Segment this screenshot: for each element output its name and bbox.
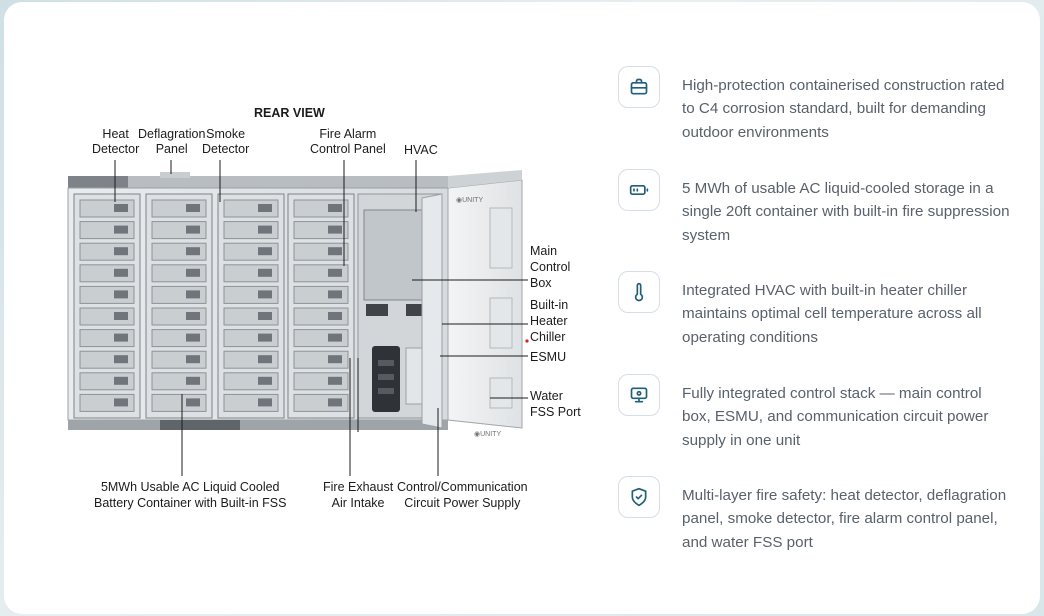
module-handle [114,333,128,342]
briefcase-icon [618,66,660,108]
module-handle [114,290,128,299]
feature-text: Integrated HVAC with built-in heater chi… [682,282,982,346]
label-main-control-box: Main Control Box [530,244,571,290]
shield-check-icon [618,476,660,518]
feature-item-hvac: Integrated HVAC with built-in heater chi… [618,271,1018,361]
module-handle [186,204,200,212]
label-esmu: ESMU [530,350,567,364]
module-handle [114,225,128,234]
module-handle [328,312,342,320]
module-handle [258,204,272,212]
module-handle [258,290,272,299]
module-handle [186,333,200,342]
module-handle [186,312,200,320]
content-card: ◉UNITY ◉UNITY [4,2,1040,614]
container-illustration: ◉UNITY ◉UNITY [67,160,529,476]
module-handle [114,376,128,385]
label-control-communication: Control/Communication Circuit Power Supp… [397,480,528,510]
module-handle [328,376,342,385]
label-heat-detector: Heat Detector [92,127,140,156]
module-handle [258,398,272,407]
label-water-fss-port: Water FSS Port [530,389,581,419]
battery-icon [618,169,660,211]
label-heater-chiller: Built-in Heater Chiller [530,298,569,344]
module-handle [186,355,200,364]
module-handle [328,204,342,212]
module-handle [186,247,200,256]
svg-text:◉UNITY: ◉UNITY [456,197,483,204]
module-handle [258,333,272,342]
feature-text: Fully integrated control stack — main co… [682,385,989,449]
feature-item-storage: 5 MWh of usable AC liquid-cooled storage… [618,169,1018,259]
module-handle [328,333,342,342]
label-battery-container: 5MWh Usable AC Liquid Cooled Battery Con… [94,480,287,510]
module-handle [328,247,342,256]
module-handle [258,376,272,385]
feature-text: Multi-layer fire safety: heat detector, … [682,487,1007,551]
module-handle [114,204,128,212]
module-handle [186,225,200,234]
module-handle [186,268,200,277]
module-handle [258,247,272,256]
module-handle [114,355,128,364]
module-handle [114,398,128,407]
module-handle [258,312,272,320]
svg-text:◉UNITY: ◉UNITY [474,431,501,438]
feature-item-construction: High-protection containerised constructi… [618,66,1018,156]
module-handle [328,268,342,277]
label-hvac: HVAC [404,143,438,157]
module-handle [258,268,272,277]
module-handle [328,290,342,299]
feature-text: High-protection containerised constructi… [682,77,1005,141]
feature-text: 5 MWh of usable AC liquid-cooled storage… [682,180,1010,244]
module-handle [114,312,128,320]
label-deflagration-panel: Deflagration Panel [138,127,206,156]
module-handle [114,268,128,277]
label-fire-alarm-control-panel: Fire Alarm Control Panel [310,127,386,156]
module-handle [258,355,272,364]
module-handle [186,398,200,407]
module-handle [114,247,128,256]
diagram-title: REAR VIEW [254,106,325,120]
monitor-icon [618,374,660,416]
module-handle [328,355,342,364]
thermometer-icon [618,271,660,313]
label-fire-exhaust: Fire Exhaust Air Intake [323,480,394,510]
feature-item-control: Fully integrated control stack — main co… [618,374,1018,464]
module-handle [328,225,342,234]
module-handle [258,225,272,234]
feature-item-fire-safety: Multi-layer fire safety: heat detector, … [618,476,1018,566]
module-handle [186,290,200,299]
module-handle [186,376,200,385]
container-diagram: ◉UNITY ◉UNITY [60,98,590,518]
label-smoke-detector: Smoke Detector [202,127,250,156]
module-handle [328,398,342,407]
